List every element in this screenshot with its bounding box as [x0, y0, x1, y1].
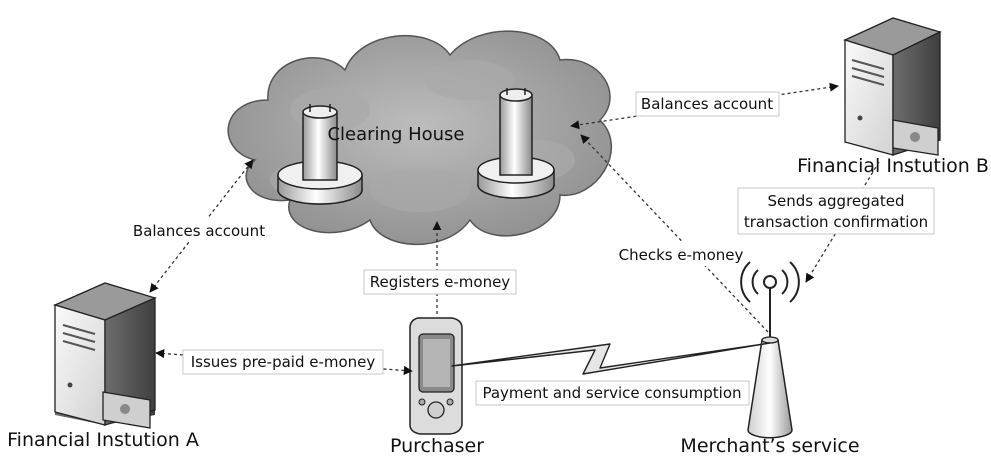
server-b-icon	[843, 17, 942, 156]
edge-label-b-clearing-text: Balances account	[641, 95, 773, 113]
wireless-link-icon	[451, 342, 771, 375]
antenna-tower-icon	[740, 261, 800, 439]
edge-label-a-purchaser: Issues pre-paid e-money	[182, 349, 384, 375]
institution-b-label: Financial Instution B	[797, 155, 989, 177]
edge-label-b-merchant-text-1: Sends aggregated	[767, 192, 904, 210]
edge-label-a-clearing: Balances account	[128, 218, 271, 242]
edge-label-merchant-clearing: Checks e-money	[618, 242, 744, 266]
edge-label-b-clearing: Balances account	[635, 91, 780, 117]
edge-label-a-purchaser-text: Issues pre-paid e-money	[191, 353, 376, 371]
institution-a-label: Financial Instution A	[7, 429, 199, 451]
edge-label-purchaser-merchant: Payment and service consumption	[475, 380, 750, 406]
purchaser-label: Purchaser	[390, 435, 484, 457]
edge-label-purchaser-clearing: Registers e-money	[363, 269, 517, 295]
edge-a-clearing	[149, 159, 254, 293]
clearing-house-label: Clearing House	[327, 124, 464, 145]
edge-label-purchaser-merchant-text: Payment and service consumption	[482, 384, 741, 402]
clearing-server-left-icon	[277, 104, 363, 205]
edge-label-b-merchant: Sends aggregated transaction confirmatio…	[737, 187, 935, 235]
merchant-label: Merchant’s service	[680, 435, 859, 457]
edge-label-merchant-clearing-text: Checks e-money	[619, 246, 744, 264]
edge-label-a-clearing-text: Balances account	[133, 222, 265, 240]
server-a-icon	[53, 282, 157, 429]
clearing-server-right-icon	[477, 88, 555, 199]
edge-label-purchaser-clearing-text: Registers e-money	[370, 273, 511, 291]
edge-label-b-merchant-text-2: transaction confirmation	[744, 213, 928, 231]
handheld-device-icon	[409, 317, 463, 435]
